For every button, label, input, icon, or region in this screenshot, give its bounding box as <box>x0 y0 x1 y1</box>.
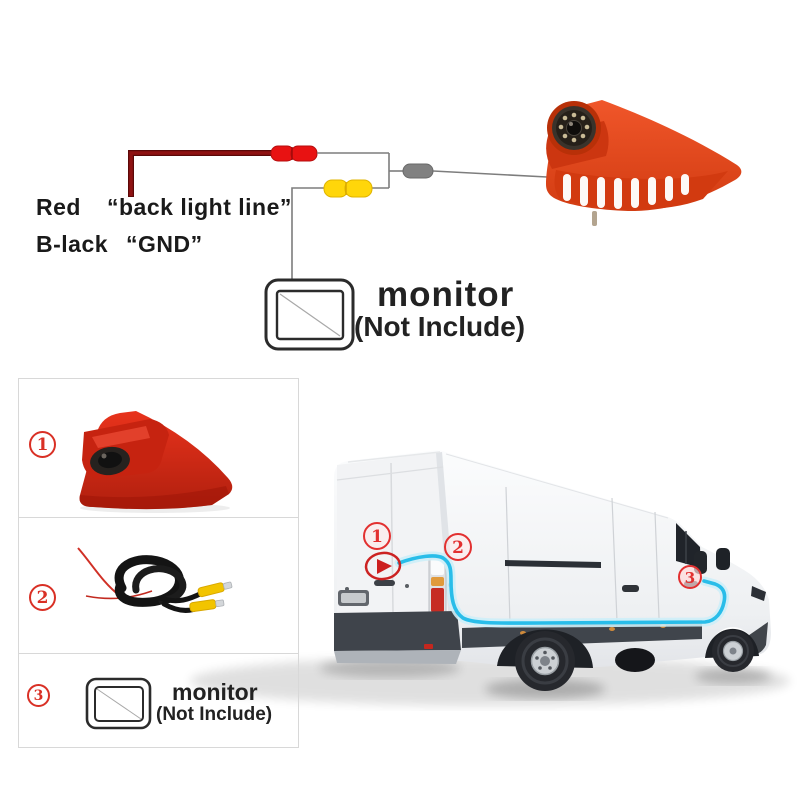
power-wire-outline <box>128 150 272 197</box>
camera-lens <box>546 101 609 169</box>
front-wheel <box>712 630 754 672</box>
row-divider <box>19 653 298 654</box>
taillight <box>428 555 447 616</box>
door-seams <box>505 486 660 625</box>
camera-position-marker <box>364 551 402 581</box>
van-marker-2: 2 <box>444 533 472 561</box>
rca-plug <box>189 599 225 613</box>
grille-slots <box>563 174 689 209</box>
van-marker-1-number: 1 <box>371 527 383 547</box>
list-monitor-note: (Not Include) <box>156 704 273 725</box>
rear-door-handle <box>374 580 395 586</box>
side-rub-strip <box>505 560 601 568</box>
wiring-diagram <box>128 100 742 351</box>
item-number-badge-1: 1 <box>29 431 56 458</box>
red-wire-function: “back light line” <box>107 194 292 220</box>
rear-wheel <box>515 631 575 691</box>
red-wire-label: Red <box>36 194 81 220</box>
parts-list-images <box>77 411 233 730</box>
red-power-connector-icon <box>270 145 318 162</box>
van-rear-doors <box>337 452 455 614</box>
brake-light-camera <box>546 100 742 226</box>
monitor-icon-small <box>85 677 152 730</box>
item-number-badge-3: 3 <box>27 684 50 707</box>
power-wire <box>129 151 272 196</box>
row-divider <box>19 517 298 518</box>
cable-photo <box>77 547 233 613</box>
rear-bumper <box>334 611 461 651</box>
monitor-label: monitor <box>377 275 515 314</box>
van-marker-3-number: 3 <box>685 569 695 587</box>
van-marker-2-number: 2 <box>452 538 464 558</box>
camera-photo <box>79 411 233 513</box>
sliding-door-handle <box>622 585 639 592</box>
item-number-2: 2 <box>36 587 49 608</box>
rca-plug <box>197 581 233 598</box>
list-monitor-label: monitor <box>172 679 258 705</box>
van-illustration: 1 2 3 <box>190 450 790 706</box>
headlight <box>751 586 766 601</box>
item-number-1: 1 <box>36 434 49 455</box>
item-number-badge-2: 2 <box>29 584 56 611</box>
camera-triangle-icon <box>377 559 392 574</box>
monitor-note: (Not Include) <box>354 311 526 342</box>
parts-list <box>18 378 299 748</box>
van-marker-3: 3 <box>678 565 702 589</box>
black-wire-function: “GND” <box>126 231 203 257</box>
yellow-rca-connector-icon <box>323 179 373 198</box>
inline-adapter-icon <box>402 163 434 179</box>
mounting-pin <box>592 211 597 226</box>
inner-rear-wheel <box>615 648 655 672</box>
cable-route <box>394 551 730 628</box>
monitor-icon <box>264 278 355 351</box>
black-wire-label: B-lack <box>36 231 109 257</box>
side-mirror <box>716 548 730 570</box>
harness-wires <box>291 152 548 281</box>
item-number-3: 3 <box>33 687 44 704</box>
van-marker-1: 1 <box>363 522 391 550</box>
